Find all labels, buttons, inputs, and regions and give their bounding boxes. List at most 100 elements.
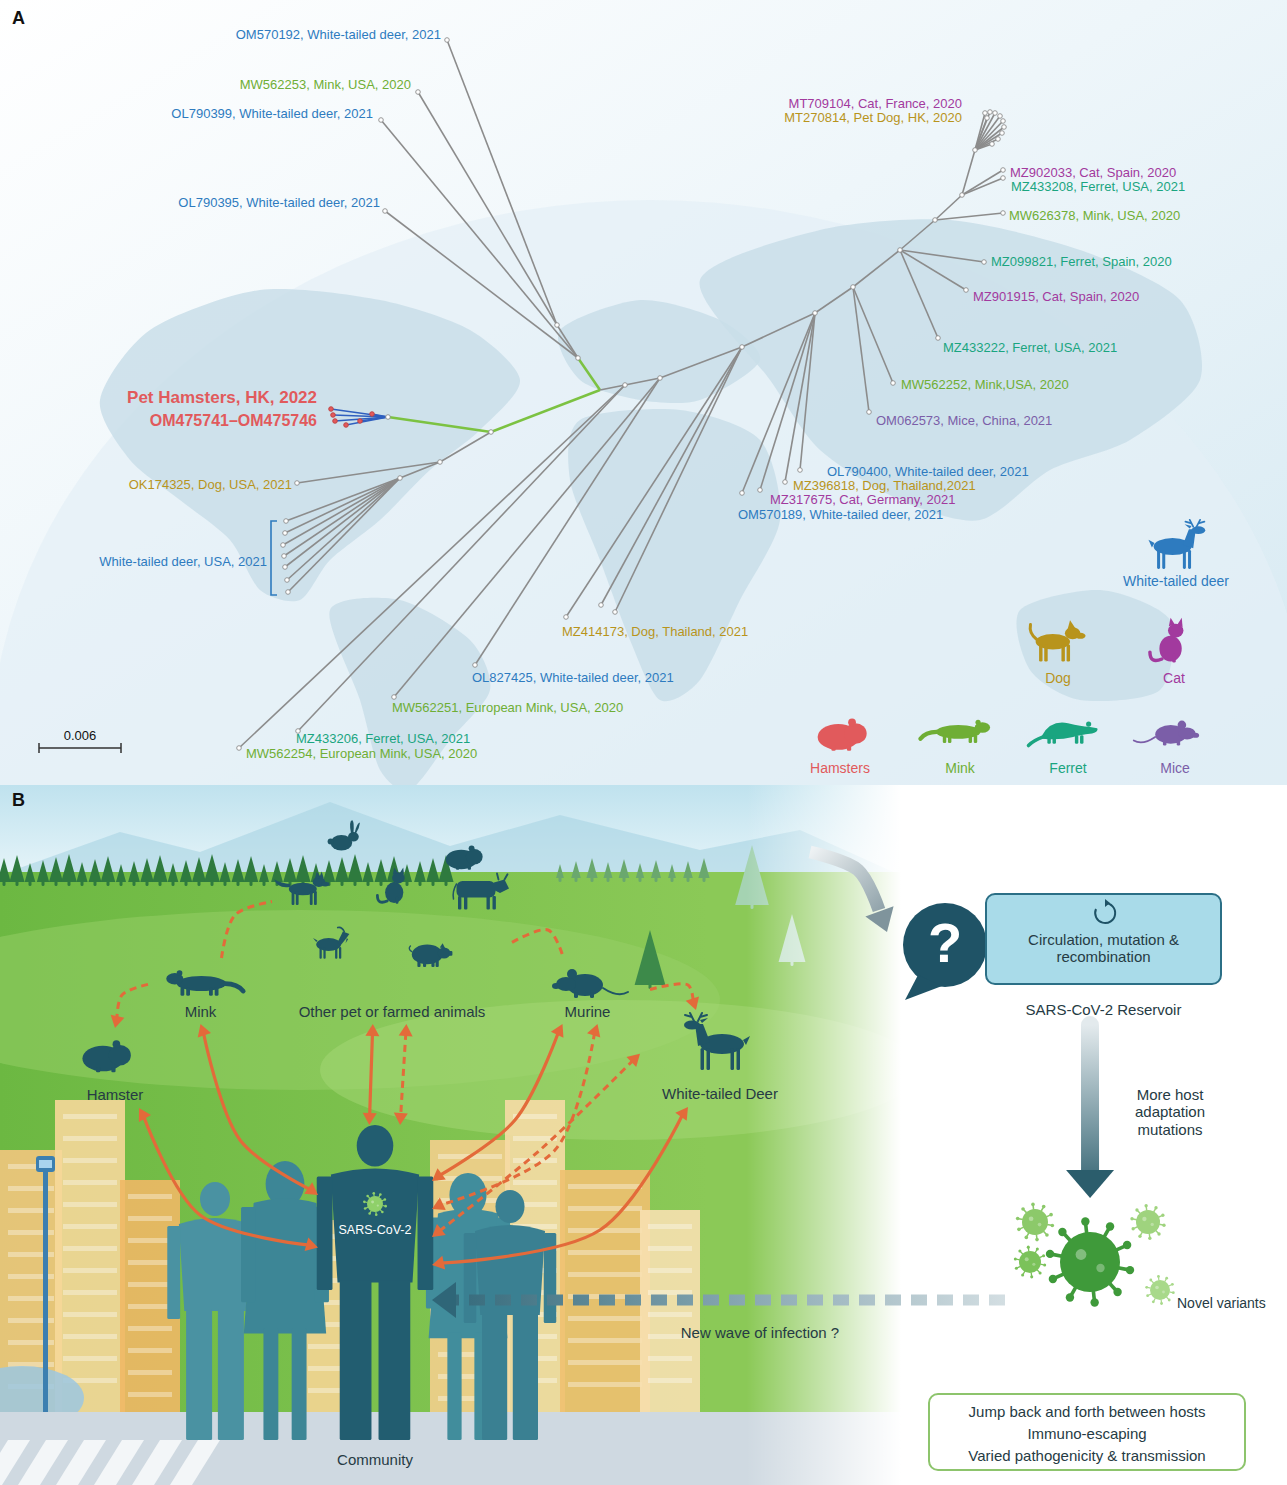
virus-particle-part [1161, 1214, 1164, 1217]
legend-swatch-part [1134, 737, 1156, 742]
legend-swatch-part [1039, 644, 1042, 661]
legend-swatch-part [1178, 721, 1187, 730]
tree-tip [964, 288, 969, 293]
tree-tip [379, 118, 384, 123]
legend-swatch [1030, 620, 1085, 661]
virus-particle-part [1106, 1222, 1114, 1230]
virus-particle-part [1042, 1205, 1046, 1209]
arrowhead [365, 1024, 379, 1036]
connector-line [441, 1114, 683, 1263]
animal-silhouette-part [409, 946, 412, 952]
tree-tip [564, 615, 569, 620]
sequence-label: OM475741–OM475746 [150, 412, 317, 430]
animal-silhouette [313, 927, 349, 958]
tree-tip [740, 491, 745, 496]
connector [432, 1054, 640, 1237]
sequence-label: MZ414173, Dog, Thailand, 2021 [562, 625, 748, 640]
arrowhead [363, 1113, 377, 1125]
sequence-label: MW626378, Mink, USA, 2020 [1009, 209, 1180, 224]
tree-branch [853, 287, 869, 412]
animal-silhouette-part [743, 1036, 750, 1045]
legend-icon [1023, 706, 1113, 760]
tree-branch [286, 478, 400, 521]
tree-tip [281, 543, 286, 548]
virus-particle-part [1151, 1223, 1154, 1226]
tree-tip [960, 193, 965, 198]
connector [111, 984, 148, 1028]
connector-line [203, 1033, 310, 1190]
virus-particle [1014, 1246, 1046, 1279]
tree-branch [346, 417, 388, 425]
tree-tip [370, 412, 375, 417]
node-text: Other pet or farmed animals [272, 1003, 512, 1020]
tree-tip [867, 410, 872, 415]
connector-line [117, 984, 148, 1019]
connector [1066, 1025, 1114, 1198]
world-map-part [0, 200, 1287, 785]
virus-particle-part [1046, 1250, 1054, 1258]
tree-tip [1001, 176, 1006, 181]
animal-silhouette-part [497, 874, 508, 880]
arrowhead [432, 1256, 445, 1270]
animal-group-node: Other pet or farmed animals [272, 820, 512, 1024]
legend-swatch-part [844, 723, 866, 744]
legend-swatch-part [943, 735, 946, 743]
arrowhead [394, 1113, 408, 1125]
animal-silhouette-part [339, 947, 341, 959]
legend-swatch-part [1169, 618, 1175, 627]
node-text: SARS-CoV-2 [318, 1223, 432, 1237]
node-text: Mink [148, 1003, 253, 1020]
legend-item: White-tailed deer [1131, 519, 1221, 591]
node-text: Immuno-escaping [930, 1425, 1244, 1442]
tree-branch [601, 347, 742, 605]
sequence-label: MZ433206, Ferret, USA, 2021 [296, 732, 470, 747]
animal-silhouette [328, 820, 360, 851]
animal-silhouette-part [274, 879, 290, 887]
virus-particle [1016, 1203, 1054, 1242]
tree-branch [475, 378, 660, 665]
node-text: White-tailed Deer [640, 1085, 800, 1102]
tree-tip [473, 663, 478, 668]
tree-branch [288, 478, 400, 592]
phylogenetic-tree [237, 38, 1007, 751]
animal-silhouette-part [335, 947, 337, 959]
animal-silhouette-part [448, 951, 452, 956]
sequence-label: MZ901915, Cat, Spain, 2020 [973, 290, 1139, 305]
legend-icon [915, 706, 1005, 760]
legend-text: Hamsters [755, 760, 925, 776]
tree-tip [438, 460, 443, 465]
virus-particle-part [1043, 1263, 1046, 1266]
virus-particle-part [1144, 1204, 1147, 1207]
tree-branch [297, 462, 440, 483]
tree-tip [283, 565, 288, 570]
virus-particle-part [1060, 1232, 1120, 1292]
connector [432, 1024, 600, 1210]
legend-swatch [1134, 721, 1199, 746]
legend-swatch-part [1188, 550, 1191, 569]
connector-line [143, 1116, 309, 1245]
virus-particle-part [1126, 1266, 1134, 1274]
virus-particle [1130, 1204, 1165, 1240]
hamster-node: Hamster [55, 1028, 175, 1108]
tree-tip [284, 519, 289, 524]
tree-tip [576, 356, 581, 361]
tree-branch [287, 478, 400, 580]
tree-tip [489, 430, 494, 435]
sequence-label: MW562254, European Mink, USA, 2020 [246, 747, 477, 762]
tree-branch [333, 415, 388, 417]
murine-node: Murine [525, 955, 650, 1024]
animal-silhouette [552, 969, 628, 998]
animal-silhouette [446, 845, 483, 869]
tree-branch [900, 250, 984, 262]
legend-swatch-part [1183, 550, 1186, 569]
tree-tip [973, 148, 978, 153]
bracket [271, 521, 277, 595]
tree-tip [936, 336, 941, 341]
animal-silhouette-part [567, 969, 577, 979]
tree-branch [615, 347, 742, 612]
arrowhead [111, 1015, 125, 1028]
legend-text: White-tailed deer [1091, 573, 1261, 589]
animal-silhouette-part [590, 992, 594, 998]
animal-silhouette-part [417, 960, 420, 967]
